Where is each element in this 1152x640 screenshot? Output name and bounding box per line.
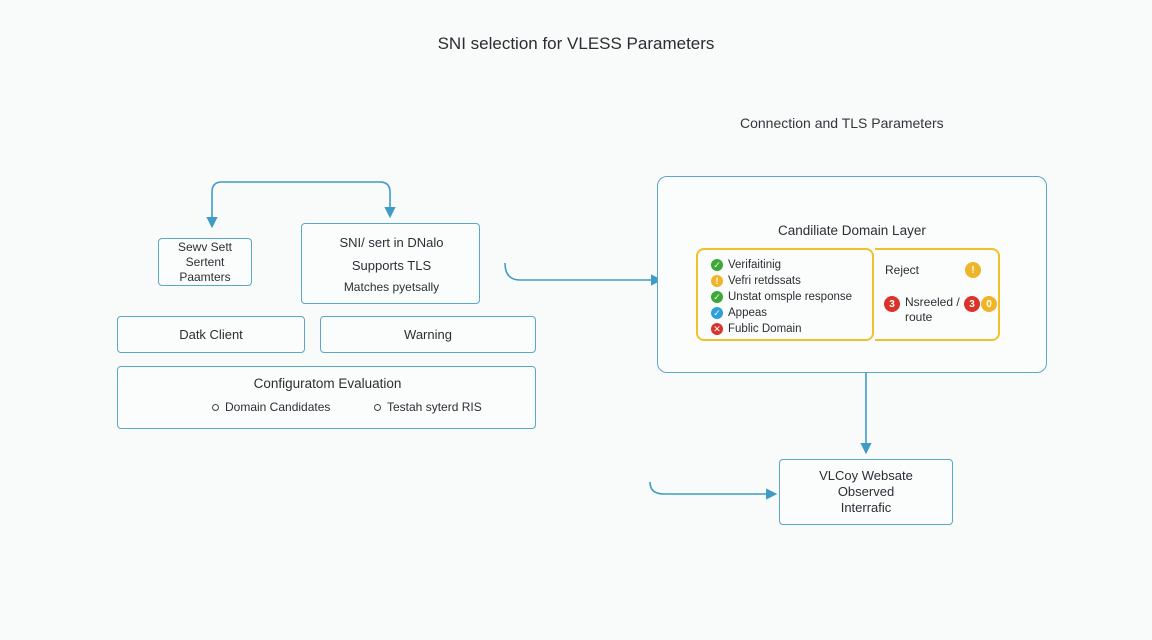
badge-red-right: 3 <box>964 296 980 312</box>
redirect-line-2: route <box>905 310 933 324</box>
server-line-2: Sertent <box>185 254 225 269</box>
checklist-item: ✓ Verifaitinig <box>711 257 872 273</box>
redirect-line-1: Nsreeled / <box>905 295 960 309</box>
checklist-item: ✓ Unstat omsple response <box>711 289 872 305</box>
sni-box: SNI/ sert in DNalo Supports TLS Matches … <box>301 223 480 304</box>
checklist-item-label: Fublic Domain <box>728 323 802 335</box>
config-item-test: Testah syterd RIS <box>374 400 482 415</box>
website-box: VLCoy Websate Observed Interrafic <box>779 459 953 525</box>
client-box: Datk Client <box>117 316 305 353</box>
checklist-item-label: Appeas <box>728 307 768 319</box>
bullet-icon <box>212 404 219 412</box>
server-line-3: Paamters <box>179 269 231 284</box>
server-params-box: Sewv Sett Sertent Paamters <box>158 238 252 286</box>
candidate-title: Candiliate Domain Layer <box>778 223 926 238</box>
website-line-2: Observed <box>837 484 895 499</box>
check-icon: ✓ <box>711 307 723 319</box>
checklist-item-label: Unstat omsple response <box>728 291 853 303</box>
check-icon: ✓ <box>711 291 723 303</box>
sni-line-3: Matches pyetsally <box>343 280 440 294</box>
decision-panel: Reject ! 3 Nsreeled / route 3 0 <box>875 248 1000 341</box>
diagram-title: SNI selection for VLESS Parameters <box>437 34 715 53</box>
website-line-1: VLCoy Websate <box>819 468 913 483</box>
candidate-checklist: ✓ Verifaitinig! Vefri retdssats ✓ Unstat oms… <box>696 248 874 341</box>
reject-label: Reject <box>885 263 920 277</box>
warning-box: Warning <box>320 316 536 353</box>
config-item-label: Testah syterd RIS <box>387 400 482 414</box>
arrow-to-candidate-layer <box>504 262 663 286</box>
warning-icon: ! <box>711 275 723 287</box>
candidate-domain-layer: Candiliate Domain Layer ✓ Verifaitinig! Ve… <box>657 176 1047 373</box>
config-evaluation-box: Configuratom Evaluation Domain Candidate… <box>117 366 536 429</box>
arrow-into-website <box>649 481 778 500</box>
checklist-item: ✓ Appeas <box>711 305 872 321</box>
x-icon: ✕ <box>711 323 723 335</box>
sni-line-1: SNI/ sert in DNalo <box>339 235 444 250</box>
warning-badge-icon: ! <box>965 262 981 278</box>
check-icon: ✓ <box>711 259 723 271</box>
bullet-icon <box>374 404 381 412</box>
server-line-1: Sewv Sett <box>177 239 233 254</box>
checklist-item: ! Vefri retdssats <box>711 273 872 289</box>
badge-yellow: 0 <box>981 296 997 312</box>
config-item-domain-candidates: Domain Candidates <box>212 400 330 415</box>
config-item-label: Domain Candidates <box>225 400 331 414</box>
website-line-3: Interrafic <box>840 500 892 515</box>
warning-label: Warning <box>404 327 452 342</box>
loop-arrow <box>206 181 396 229</box>
config-title: Configuratom Evaluation <box>253 376 402 391</box>
diagram-subtitle: Connection and TLS Parameters <box>740 115 944 131</box>
badge-red-left: 3 <box>884 296 900 312</box>
sni-line-2: Supports TLS <box>351 258 432 273</box>
checklist-item-label: Verifaitinig <box>728 259 782 271</box>
checklist-item-label: Vefri retdssats <box>728 275 801 287</box>
client-label: Datk Client <box>179 327 243 342</box>
checklist-item: ✕ Fublic Domain <box>711 321 872 337</box>
checklist-items: ✓ Verifaitinig! Vefri retdssats ✓ Unstat oms… <box>711 257 872 337</box>
